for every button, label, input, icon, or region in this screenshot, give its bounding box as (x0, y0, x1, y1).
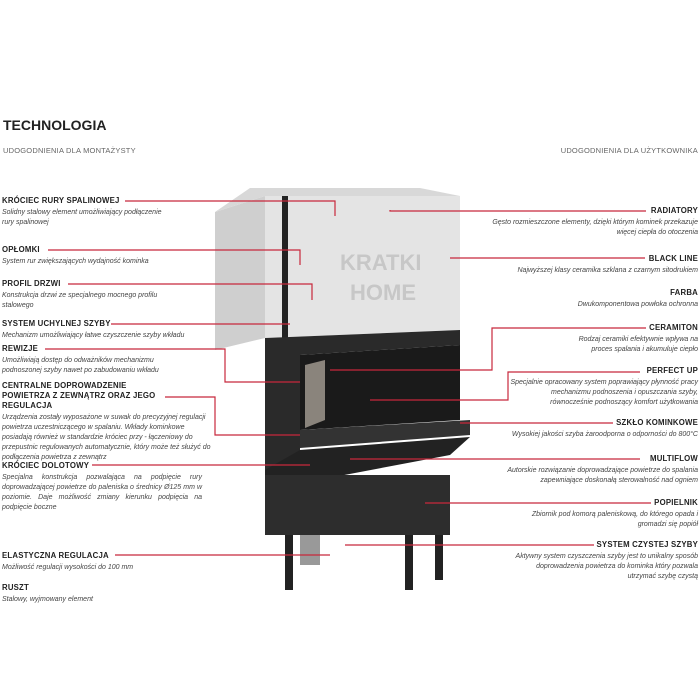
feature-description: Zbiornik pod komorą paleniskową, do któr… (531, 511, 698, 528)
leg (285, 535, 293, 590)
feature-heading: OPŁOMKI (2, 245, 40, 255)
feature-heading: PERFECT UP (643, 366, 698, 376)
logo: KRATKI (340, 250, 421, 275)
page-title: TECHNOLOGIA (3, 117, 107, 133)
feature-description: Dwukomponentowa powłoka ochronna (577, 301, 698, 308)
feature-description: Możliwość regulacji wysokości do 100 mm (2, 564, 134, 571)
feature-heading: KRÓCIEC RURY SPALINOWEJ (2, 196, 120, 206)
feature-right-4: CERAMITON Rodzaj ceramiki efektywnie wpły… (458, 323, 698, 355)
feature-heading: POPIELNIK (651, 498, 698, 508)
feature-left-4: SYSTEM UCHYLNEJ SZYBY Mechanizm umożliwia… (2, 319, 230, 341)
feature-heading: SZKŁO KOMINKOWE (613, 418, 698, 428)
feature-right-2: BLACK LINE Najwyższej klasy ceramika szkl… (458, 254, 698, 276)
feature-right-1: RADIATORY Gęsto rozmieszczone elementy, d… (458, 206, 698, 238)
feature-description: Aktywny system czyszczenia szyby jest to… (515, 553, 698, 580)
feature-left-9: RUSZT Stalowy, wyjmowany element (2, 583, 230, 605)
casing-front (265, 196, 460, 338)
feature-left-1: KRÓCIEC RURY SPALINOWEJ Solidny stalowy e… (2, 196, 230, 228)
feature-right-5: PERFECT UP Specjalnie opracowany system p… (458, 366, 698, 408)
feature-left-5: REWIZJE Umożliwiają dostęp do odważników … (2, 344, 230, 376)
feature-left-6: CENTRALNE DOPROWADZENIE POWIETRZA Z ZEWN… (2, 381, 230, 463)
feature-right-7: MULTIFLOW Autorskie rozwiązanie doprowadz… (458, 454, 698, 486)
feature-heading: FARBA (670, 288, 698, 297)
feature-heading: CENTRALNE DOPROWADZENIE POWIETRZA Z ZEWN… (2, 381, 162, 411)
feature-right-9: SYSTEM CZYSTEJ SZYBY Aktywny system czysz… (458, 540, 698, 582)
casing-side (215, 196, 265, 350)
feature-left-7: KRÓCIEC DOLOTOWY Specjalna konstrukcja po… (2, 461, 230, 513)
feature-description: System rur zwiększających wydajność komi… (2, 258, 149, 265)
feature-right-3: FARBA Dwukomponentowa powłoka ochronna (458, 288, 698, 310)
feature-description: Specjalna konstrukcja pozwalająca na pod… (2, 474, 202, 511)
feature-heading: CERAMITON (646, 323, 698, 333)
feature-description: Stalowy, wyjmowany element (2, 596, 93, 603)
feature-description: Mechanizm umożliwiający łatwe czyszczeni… (2, 332, 185, 339)
svg-text:HOME: HOME (350, 280, 416, 305)
feature-description: Specjalnie opracowany system poprawiając… (510, 379, 698, 406)
feature-heading: SYSTEM CZYSTEJ SZYBY (593, 540, 698, 550)
feature-description: Solidny stalowy element umożliwiający po… (2, 209, 162, 226)
feature-heading: KRÓCIEC DOLOTOWY (2, 461, 90, 471)
feature-description: Wysokiej jakości szyba żaroodporna o odp… (511, 431, 698, 438)
base (265, 475, 450, 535)
feature-left-3: PROFIL DRZWI Konstrukcja drzwi ze specjal… (2, 279, 230, 311)
feature-heading: BLACK LINE (645, 254, 698, 264)
ceramiton-lining (305, 360, 325, 428)
feature-description: Umożliwiają dostęp do odważników mechani… (2, 357, 159, 374)
feature-heading: SYSTEM UCHYLNEJ SZYBY (2, 319, 111, 329)
feature-heading: RADIATORY (647, 206, 698, 216)
feature-description: Gęsto rozmieszczone elementy, dzięki któ… (492, 219, 698, 236)
feature-description: Najwyższej klasy ceramika szklana z czar… (517, 267, 699, 274)
feature-description: Urządzenia zostały wyposażone w suwak do… (2, 414, 211, 461)
feature-right-6: SZKŁO KOMINKOWE Wysokiej jakości szyba ża… (458, 418, 698, 440)
feature-heading: MULTIFLOW (647, 454, 698, 464)
feature-left-8: ELASTYCZNA REGULACJA Możliwość regulacji … (2, 551, 230, 573)
feature-description: Konstrukcja drzwi ze specjalnego mocnego… (2, 292, 158, 309)
feature-right-8: POPIELNIK Zbiornik pod komorą paleniskową… (458, 498, 698, 530)
feature-left-2: OPŁOMKI System rur zwiększających wydajno… (2, 245, 230, 267)
feature-heading: ELASTYCZNA REGULACJA (2, 551, 109, 561)
subtitle-users: UDOGODNIENIA DLA UŻYTKOWNIKA (560, 146, 698, 155)
subtitle-installers: UDOGODNIENIA DLA MONTAŻYSTY (3, 146, 136, 155)
feature-heading: PROFIL DRZWI (2, 279, 61, 289)
feature-description: Autorskie rozwiązanie doprowadzające pow… (507, 467, 698, 484)
leader-lines (45, 200, 652, 556)
feature-heading: RUSZT (2, 583, 29, 592)
feature-heading: REWIZJE (2, 344, 39, 354)
feature-description: Rodzaj ceramiki efektywnie wpływa na pro… (578, 336, 698, 353)
